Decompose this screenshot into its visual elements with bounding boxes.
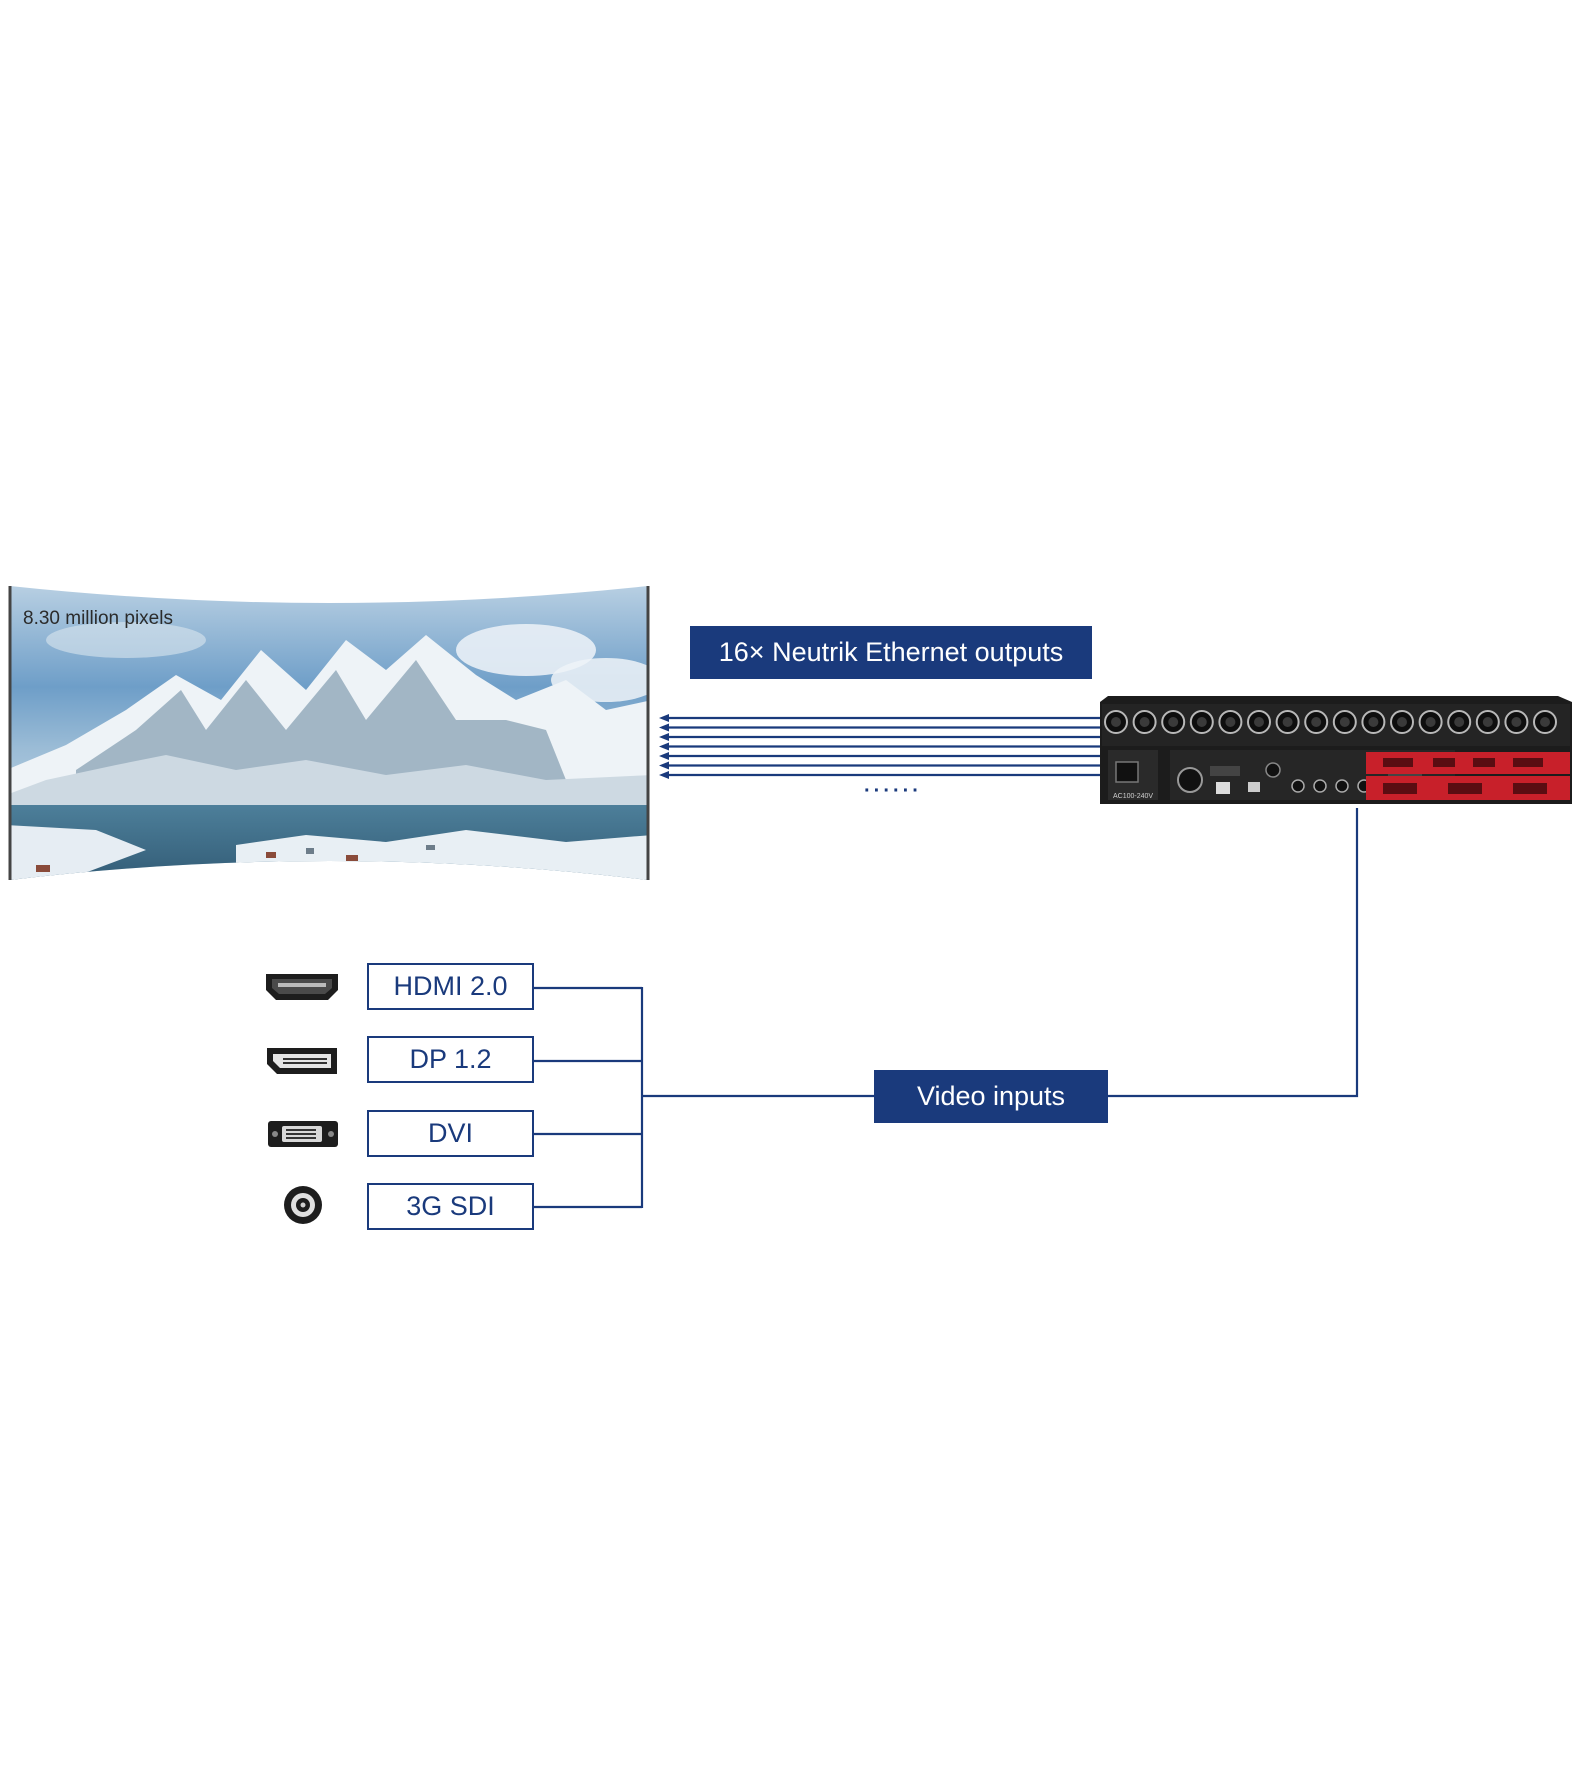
dvi-port-icon <box>268 1121 338 1147</box>
bnc-connector-icon <box>284 1186 322 1224</box>
output-arrow-head <box>659 714 669 722</box>
ethernet-outputs-label: 16× Neutrik Ethernet outputs <box>690 626 1092 679</box>
output-arrow-head <box>659 761 669 770</box>
neutrik-port-core <box>1368 717 1379 727</box>
displayport-icon <box>267 1048 337 1074</box>
neutrik-port-core <box>1425 717 1436 727</box>
neutrik-port-core <box>1482 717 1493 727</box>
output-arrow-head <box>659 752 669 760</box>
dp-input-label: DP 1.2 <box>367 1036 534 1083</box>
neutrik-port-core <box>1540 717 1550 727</box>
output-arrows <box>659 714 1101 779</box>
hdmi-input-label: HDMI 2.0 <box>367 963 534 1010</box>
video-inputs-label: Video inputs <box>874 1070 1108 1123</box>
video-processor-device <box>1100 696 1572 804</box>
neutrik-port-core <box>1225 717 1236 727</box>
neutrik-port-core <box>1254 717 1264 727</box>
neutrik-port-core <box>1397 717 1407 727</box>
output-arrow-head <box>659 771 669 779</box>
dvi-input-label: DVI <box>367 1110 534 1157</box>
device-psu-label: AC100-240V <box>1113 793 1154 800</box>
more-outputs-ellipsis: ······ <box>864 780 922 802</box>
sdi-input-label: 3G SDI <box>367 1183 534 1230</box>
neutrik-port-core <box>1511 717 1522 727</box>
neutrik-port-core <box>1454 717 1465 727</box>
neutrik-port-core <box>1339 717 1350 727</box>
output-arrow-head <box>659 723 669 732</box>
neutrik-port-core <box>1168 717 1179 727</box>
neutrik-port-core <box>1282 717 1293 727</box>
neutrik-port-core <box>1111 717 1121 727</box>
hdmi-port-icon <box>266 974 338 1000</box>
neutrik-port-core <box>1139 717 1150 727</box>
neutrik-port-core <box>1196 717 1207 727</box>
output-arrow-head <box>659 733 669 741</box>
screen-resolution-caption: 8.30 million pixels <box>23 608 173 629</box>
curved-led-screen <box>8 586 650 880</box>
neutrik-port-core <box>1311 717 1322 727</box>
output-arrow-head <box>659 742 669 751</box>
